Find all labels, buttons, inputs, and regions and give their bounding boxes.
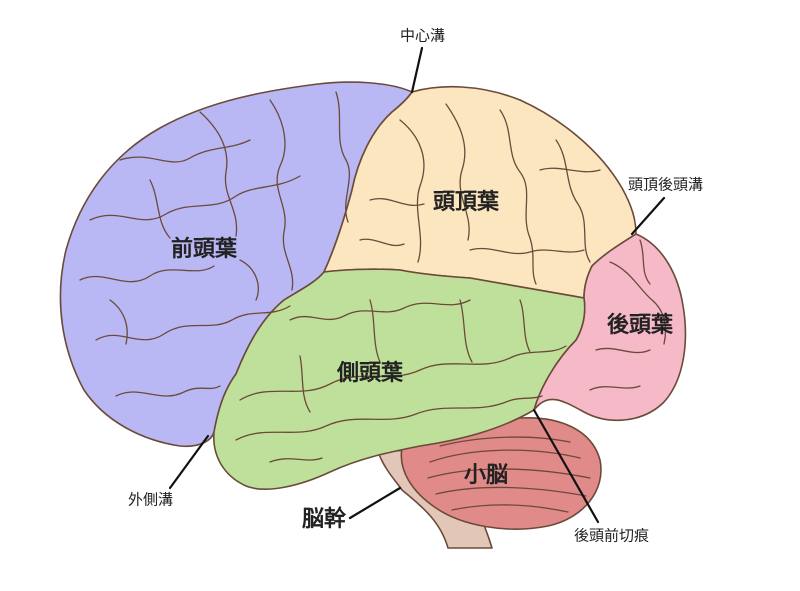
brainstem-label: 脳幹 <box>302 506 347 532</box>
frontal-lobe-label: 前頭葉 <box>171 236 238 262</box>
brainstem-leader <box>348 486 402 520</box>
temporal-lobe-region <box>213 268 586 490</box>
temporal-gyri <box>235 299 567 463</box>
parieto-occipital-sulcus-leader <box>630 196 666 236</box>
central-sulcus-leader <box>410 46 424 94</box>
parietal-lobe-label: 頭頂葉 <box>433 190 500 215</box>
lateral-sulcus-label: 外側溝 <box>128 491 173 509</box>
frontal-gyri <box>79 91 351 397</box>
preoccipital-notch-label: 後頭前切痕 <box>574 527 649 545</box>
cerebellum-label: 小脳 <box>464 463 508 488</box>
occipital-lobe-label: 後頭葉 <box>607 312 674 338</box>
temporal-lobe-label: 側頭葉 <box>336 361 404 386</box>
parietal-gyri <box>359 103 601 285</box>
preoccipital-notch-leader <box>532 408 600 524</box>
lateral-sulcus-leader <box>168 434 210 490</box>
central-sulcus-label: 中心溝 <box>400 27 445 45</box>
occipital-gyri <box>589 239 667 391</box>
parieto-occipital-sulcus-label: 頭頂後頭溝 <box>628 176 703 194</box>
cerebellum-folia <box>427 436 591 513</box>
